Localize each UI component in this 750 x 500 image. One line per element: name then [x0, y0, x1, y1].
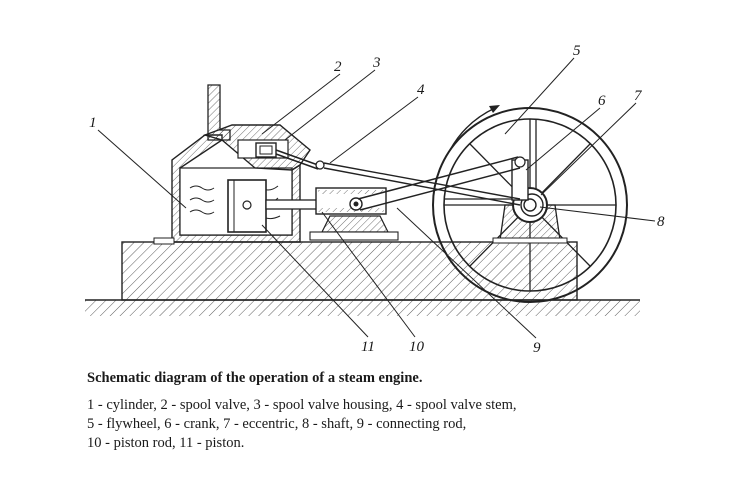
caption-title: Schematic diagram of the operation of a … [87, 370, 423, 386]
foundation [121, 241, 578, 301]
label-9: 9 [533, 340, 541, 356]
ground [85, 299, 640, 316]
caption-line: 1 - cylinder, 2 - spool valve, 3 - spool… [87, 397, 517, 413]
figure-caption: Schematic diagram of the operation of a … [87, 370, 707, 453]
spool-valve [255, 142, 277, 158]
spool-valve-stem [275, 149, 521, 206]
leader-lines [97, 57, 656, 339]
flywheel [432, 105, 628, 303]
part-number-labels: 1 2 3 4 5 6 7 8 9 10 11 [89, 43, 665, 356]
label-8: 8 [657, 214, 665, 230]
label-4: 4 [417, 82, 425, 98]
label-1: 1 [89, 115, 97, 131]
label-11: 11 [361, 339, 375, 355]
label-10: 10 [409, 339, 425, 355]
label-6: 6 [598, 93, 606, 109]
label-2: 2 [334, 59, 342, 75]
steam-inlet-pipe [207, 84, 231, 141]
connecting-rod [357, 156, 521, 211]
crank [511, 156, 529, 201]
label-5: 5 [573, 43, 581, 59]
label-7: 7 [634, 88, 643, 104]
piston [227, 179, 267, 233]
label-3: 3 [372, 55, 381, 71]
crosshead-guide [309, 187, 399, 241]
caption-line: 10 - piston rod, 11 - piston. [87, 435, 245, 451]
shaft [523, 198, 537, 212]
caption-line: 5 - flywheel, 6 - crank, 7 - eccentric, … [87, 416, 467, 432]
